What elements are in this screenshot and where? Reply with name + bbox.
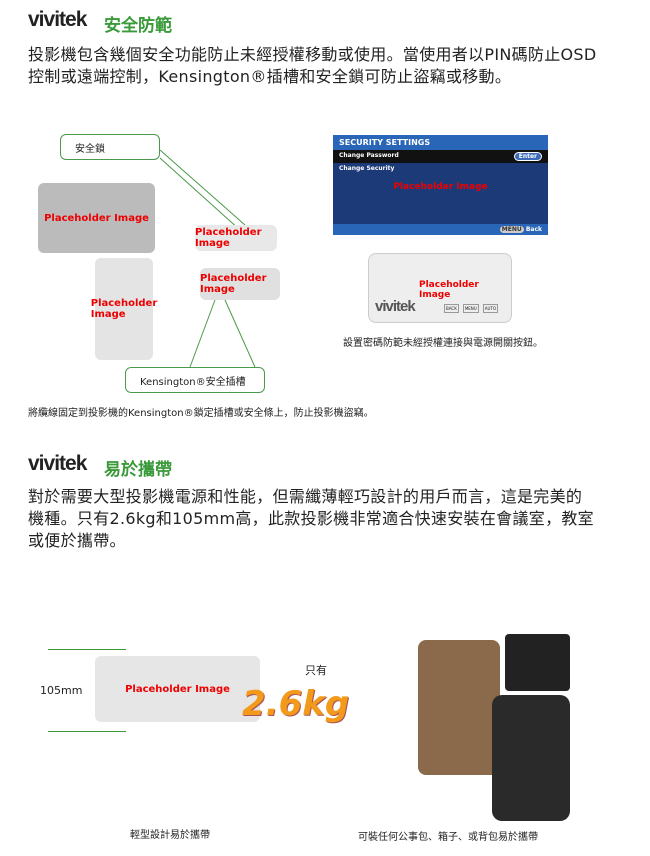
briefcase-photo [418, 640, 500, 775]
section-title: 安全防範 [104, 16, 172, 36]
security-settings-screen: SECURITY SETTINGS Change Password Enter C… [333, 135, 548, 235]
caption-left-2: 輕型設計易於攜帶 [130, 830, 210, 841]
height-line-top [48, 649, 126, 650]
section-title-2: 易於攜帶 [104, 460, 172, 480]
section-paragraph-2: 對於需要大型投影機電源和性能，但需纖薄輕巧設計的用戶而言，這是完美的機種。只有2… [28, 487, 594, 550]
remote-back-button[interactable]: BACK [444, 304, 459, 313]
placeholder-label: Placeholder Image [393, 182, 488, 192]
remote-menu-button[interactable]: MENU [462, 304, 479, 313]
weight-label: 2.6kg [242, 684, 350, 724]
osd-back: Back [525, 226, 542, 233]
osd-menu: MENU [499, 226, 524, 233]
vivitek-logo-2: vivitek [28, 452, 87, 475]
only-label: 只有 [305, 664, 327, 677]
remote-auto-button[interactable]: AUTO [482, 304, 498, 313]
bag-photo [505, 634, 570, 691]
osd-change-security: Change Security [339, 165, 395, 172]
callout-lines [159, 149, 256, 368]
placeholder-label: Placeholder Image [419, 280, 479, 300]
vivitek-logo: vivitek [28, 8, 87, 31]
callout-kensington: Kensington®安全插槽 [125, 367, 265, 393]
backpack-photo [492, 695, 570, 821]
height-label: 105mm [40, 684, 83, 697]
caption-right-2: 可裝任何公事包、箱子、或背包易於攜帶 [358, 832, 538, 843]
osd-enter: Enter [513, 152, 542, 161]
projector-top-image: Placeholder Image [195, 225, 277, 251]
projector-rear-image: Placeholder Image [200, 268, 280, 300]
height-line-bottom [48, 731, 126, 732]
projector-side-image: Placeholder Image [95, 656, 260, 722]
section-paragraph: 投影機包含幾個安全功能防止未經授權移動或使用。當使用者以PIN碼防止OSD控制或… [28, 45, 597, 86]
lock-image: Placeholder Image [38, 183, 155, 253]
keylock-image: Placeholder Image [91, 258, 157, 360]
caption-bottom: 將纜線固定到投影機的Kensington®鎖定插槽或安全條上，防止投影機盜竊。 [28, 408, 374, 419]
remote-keypad: Placeholder Image vivitek BACK MENU AUTO [368, 253, 512, 323]
callout-lock: 安全鎖 [60, 134, 160, 160]
caption-right: 設置密碼防範未經授權連接與電源開關按鈕。 [343, 338, 543, 349]
osd-change-password: Change Password [339, 152, 399, 159]
osd-header: SECURITY SETTINGS [333, 135, 548, 150]
remote-logo: vivitek [375, 298, 416, 315]
